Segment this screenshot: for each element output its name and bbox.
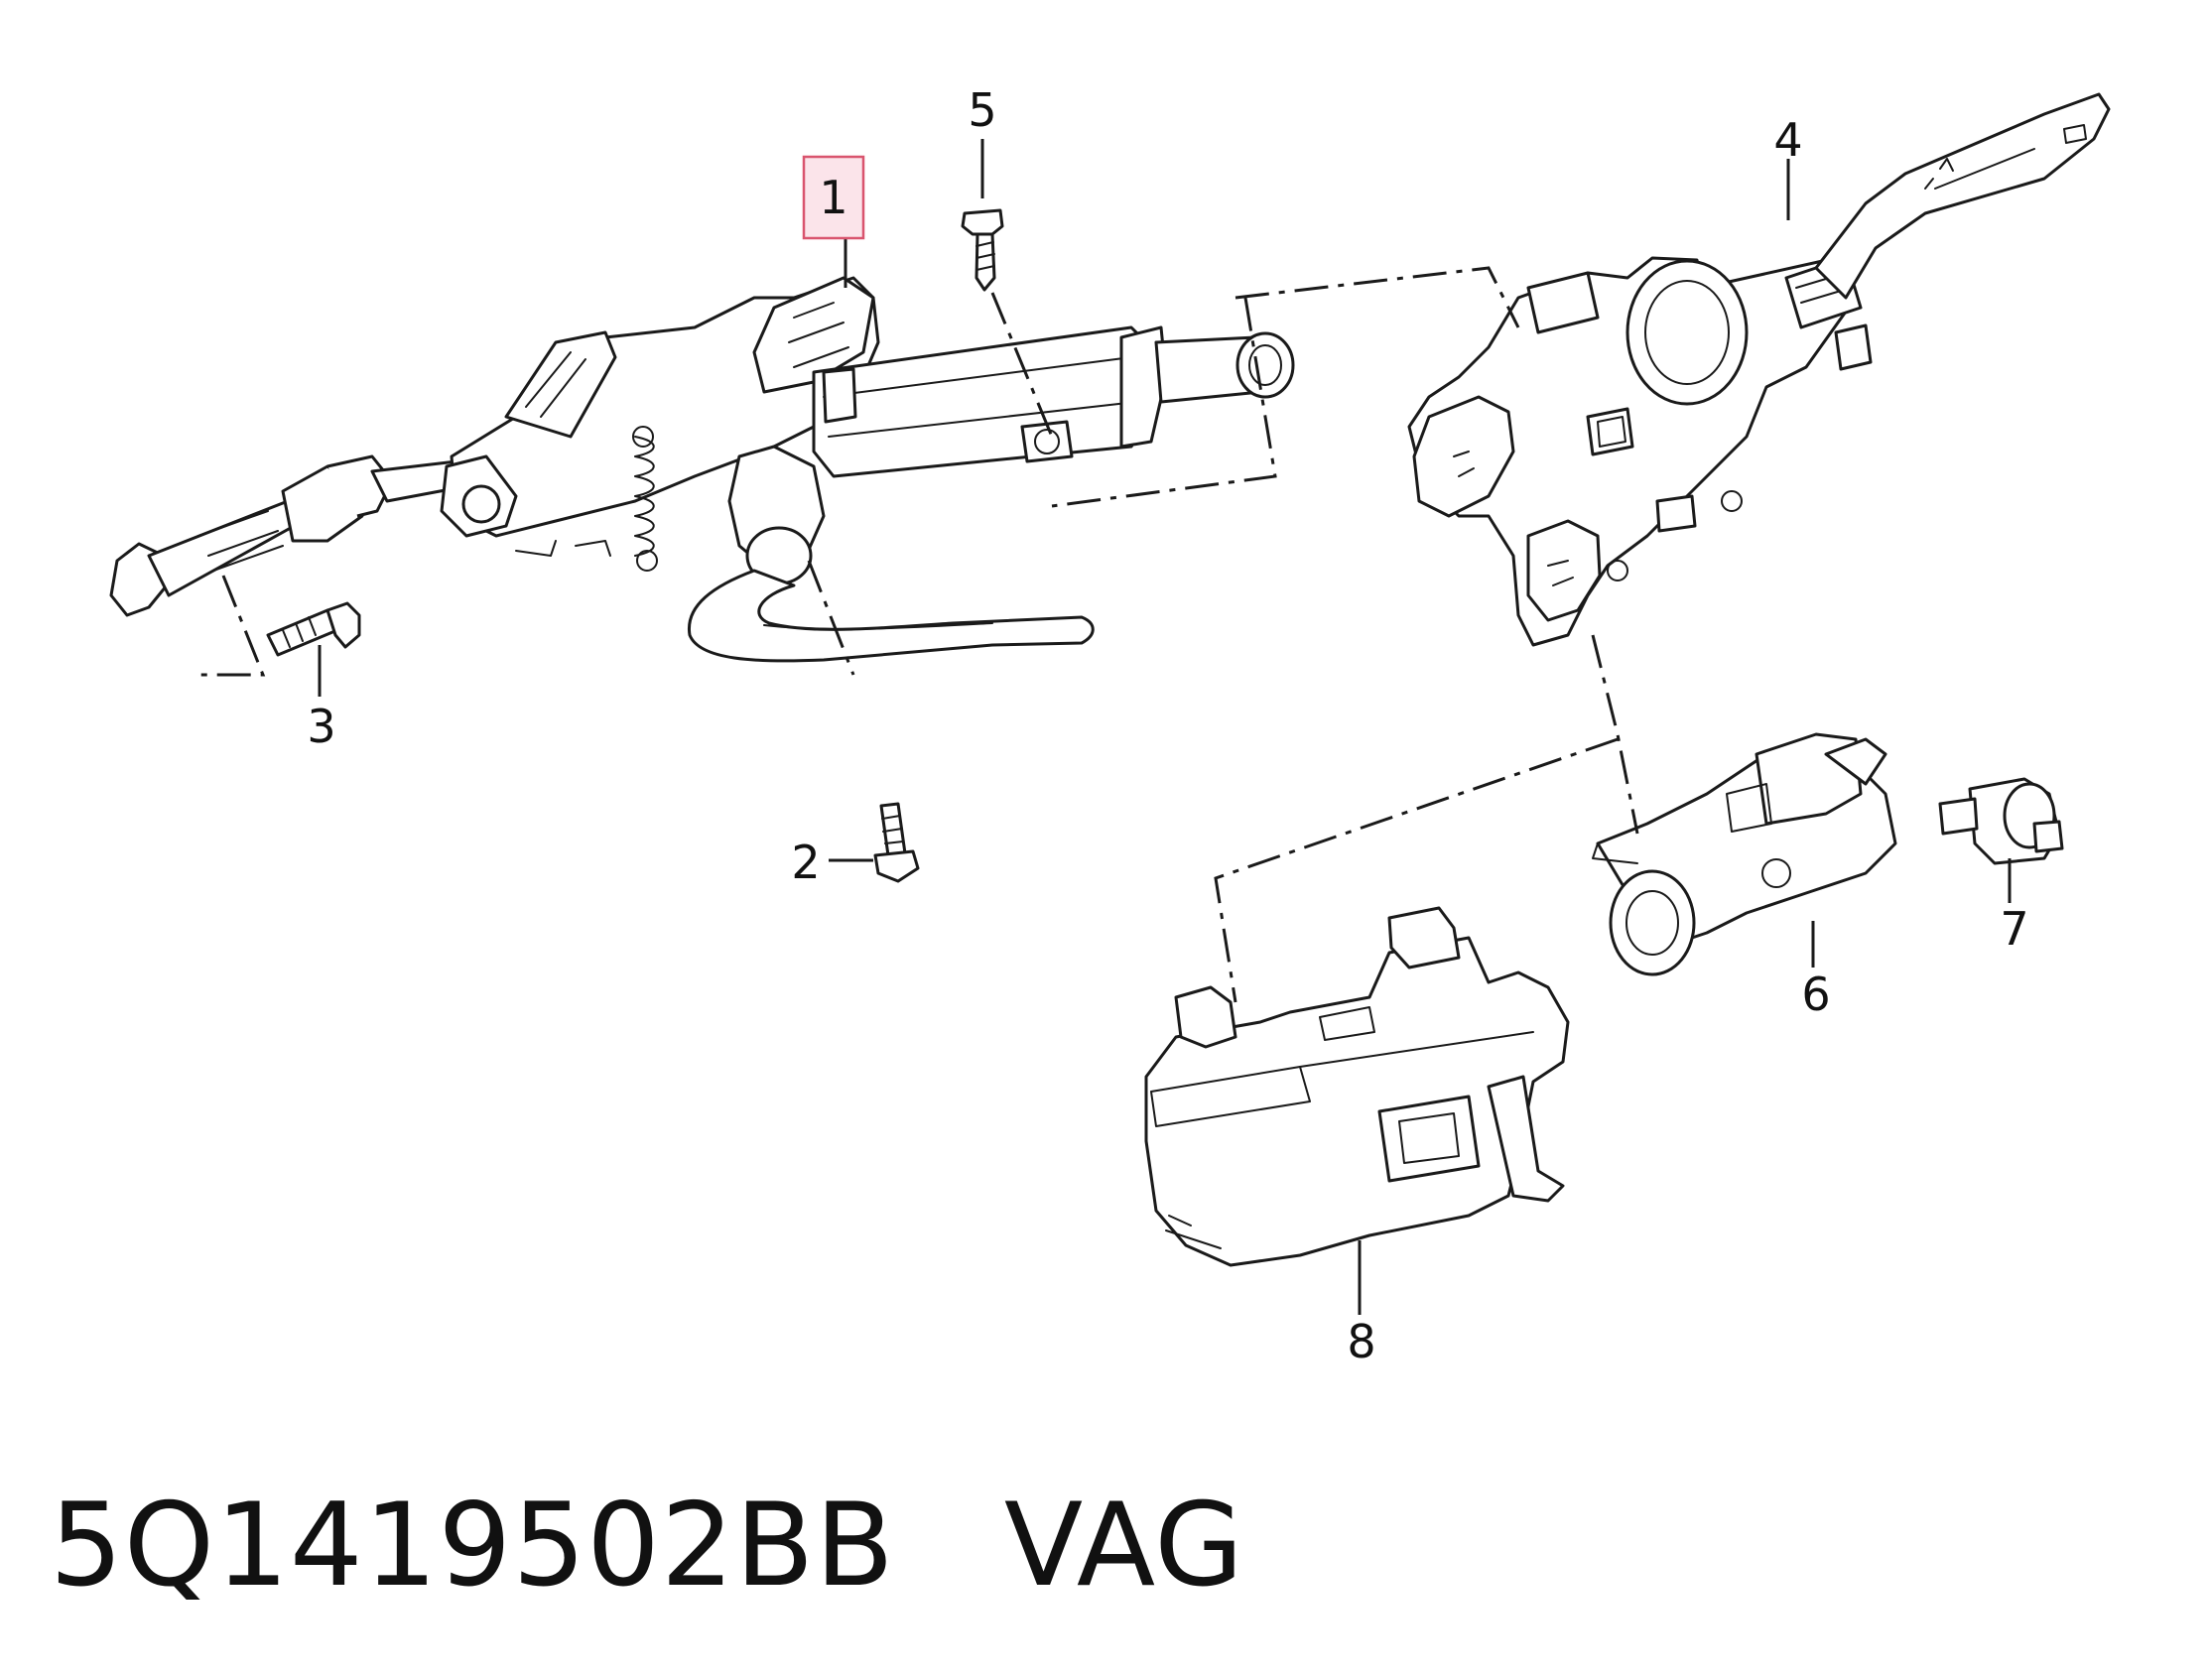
- steering-column-part[interactable]: [109, 276, 1295, 663]
- lock-cylinder-part[interactable]: [1938, 777, 2064, 865]
- brand-name: VAG: [1003, 1479, 1245, 1613]
- callout-1[interactable]: 1: [819, 171, 847, 224]
- callout-2[interactable]: 2: [791, 836, 820, 889]
- callout-3[interactable]: 3: [307, 700, 335, 753]
- screw-part-5[interactable]: [961, 208, 1004, 292]
- assembly-dashed-lines: [194, 266, 1639, 1003]
- bolt-part-2[interactable]: [873, 802, 920, 883]
- control-unit-part[interactable]: [1144, 906, 1570, 1267]
- callout-1-highlight-box: [802, 155, 865, 240]
- callout-5[interactable]: 5: [968, 83, 996, 137]
- callout-8[interactable]: 8: [1347, 1315, 1375, 1368]
- leader-lines: [318, 139, 2012, 1315]
- callout-4[interactable]: 4: [1773, 113, 1802, 167]
- part-footer: 5Q1419502BB VAG: [50, 1479, 1244, 1613]
- combination-switch-part[interactable]: [1407, 92, 2111, 647]
- callout-7[interactable]: 7: [2000, 902, 2028, 956]
- bolt-part-3[interactable]: [266, 601, 361, 657]
- part-number: 5Q1419502BB: [50, 1479, 895, 1613]
- ignition-lock-housing-part[interactable]: [1592, 732, 1897, 976]
- callout-6[interactable]: 6: [1801, 968, 1830, 1021]
